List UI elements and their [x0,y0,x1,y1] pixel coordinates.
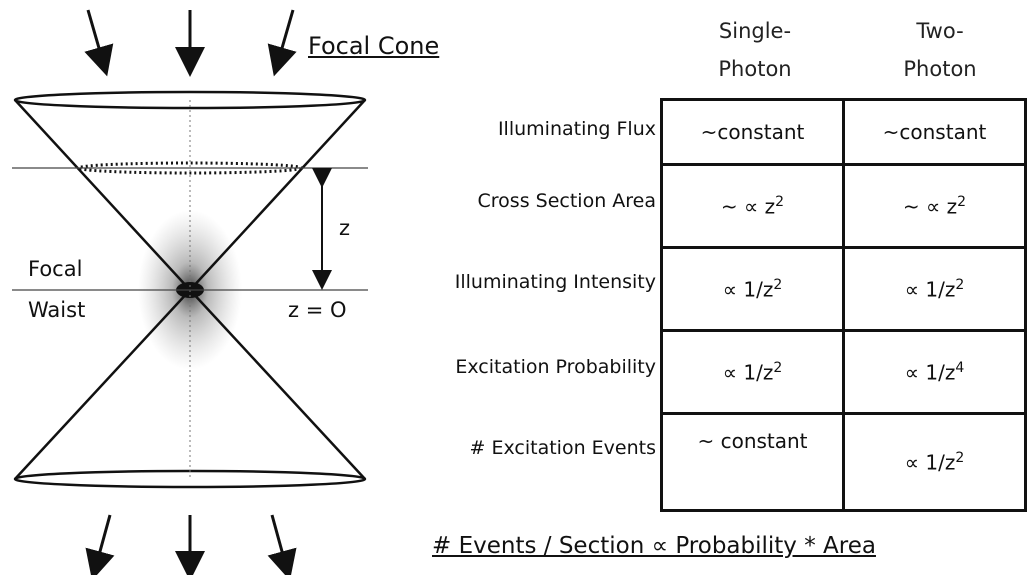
arrow-top-left [84,9,114,77]
column-header-line1: Two- [916,19,964,43]
figure-title: Focal Cone [308,32,440,60]
table-row: ~constant ~constant [660,98,1027,166]
row-label-excitation-probability: Excitation Probability [455,356,656,378]
cell-single-flux: ~constant [660,98,845,166]
row-label-cross-section-area: Cross Section Area [477,190,656,212]
z-label: z [339,216,351,240]
table-row: ~ ∝ z2 ~ ∝ z2 [660,163,1027,249]
events-formula: # Events / Section ∝ Probability * Area [432,533,876,559]
comparison-table: ~constant ~constant ~ ∝ z2 ~ ∝ z2 ∝ 1/z2… [660,98,1027,512]
cell-two-events: ∝ 1/z2 [842,412,1027,512]
cone-outline [13,90,367,489]
cell-two-probability: ∝ 1/z4 [842,329,1027,415]
cell-single-events: ~ constant [660,412,845,512]
column-header-line2: Photon [718,57,792,81]
table-row: ~ constant ∝ 1/z2 [660,412,1027,512]
row-label-illuminating-flux: Illuminating Flux [497,118,656,140]
column-header-single-photon: Single- Photon [680,12,830,88]
column-header-line1: Single- [718,19,792,43]
z-zero-label: z = O [288,298,347,322]
table-row: ∝ 1/z2 ∝ 1/z2 [660,246,1027,332]
table-row: ∝ 1/z2 ∝ 1/z4 [660,329,1027,415]
arrow-bottom-left [85,514,115,575]
outgoing-arrows [85,514,297,575]
waist-label: Waist [28,298,86,322]
column-header-line2: Photon [903,57,977,81]
row-label-excitation-events: # Excitation Events [469,437,656,459]
row-label-illuminating-intensity: Illuminating Intensity [454,271,656,293]
column-header-two-photon: Two- Photon [865,12,1015,88]
cell-single-probability: ∝ 1/z2 [660,329,845,415]
cell-single-area: ~ ∝ z2 [660,163,845,249]
cell-two-area: ~ ∝ z2 [842,163,1027,249]
focal-label: Focal [28,257,83,281]
incoming-arrows [84,9,297,77]
cell-single-intensity: ∝ 1/z2 [660,246,845,332]
cell-two-flux: ~constant [842,98,1027,166]
arrow-top-right [267,9,297,77]
arrow-bottom-right [267,514,297,575]
cell-two-intensity: ∝ 1/z2 [842,246,1027,332]
